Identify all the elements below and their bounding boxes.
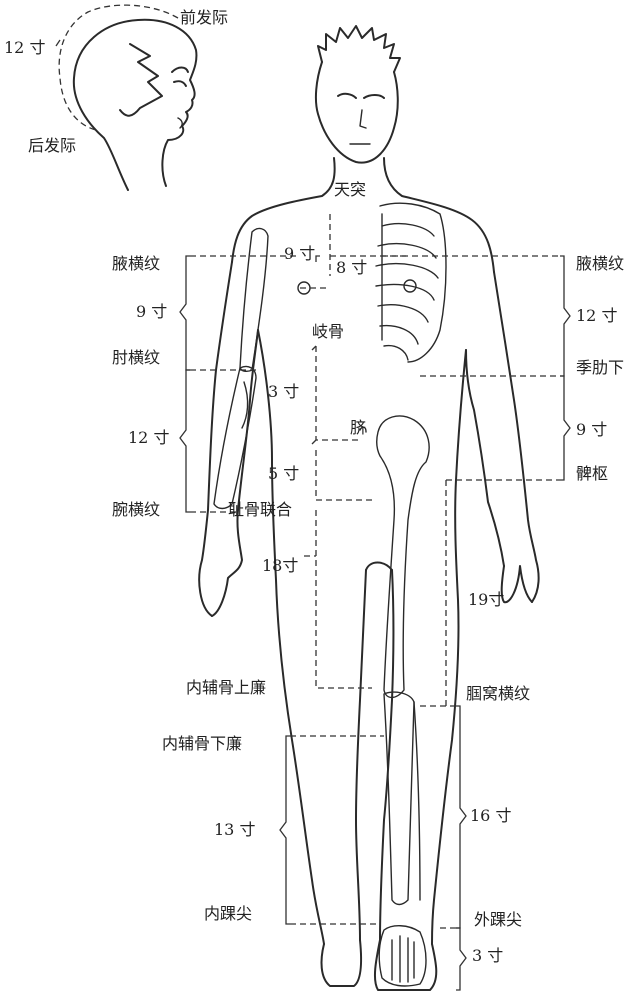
label-rib-lower: 季肋下 xyxy=(576,360,624,376)
label-greater-trochanter: 髀枢 xyxy=(576,466,608,482)
head-profile-inset xyxy=(74,20,197,190)
label-leg-13cun: 13 寸 xyxy=(214,822,255,838)
label-lateral-malleolus: 外踝尖 xyxy=(474,912,522,928)
label-elbow-crease: 肘横纹 xyxy=(112,350,160,366)
label-axillary-fold-right: 腋横纹 xyxy=(576,256,624,272)
label-anterior-hairline: 前发际 xyxy=(180,10,228,26)
label-head-12cun: 12 寸 xyxy=(4,40,45,56)
label-upper-arm-9cun: 9 寸 xyxy=(136,304,167,320)
label-chest-8cun: 8 寸 xyxy=(336,260,367,276)
head-brace xyxy=(56,40,60,46)
ribcage xyxy=(376,203,446,362)
label-popliteal-crease: 腘窝横纹 xyxy=(466,686,530,702)
label-lateral-trunk-12cun: 12 寸 xyxy=(576,308,617,324)
label-medial-condyle-upper: 内辅骨上廉 xyxy=(186,680,266,696)
label-thigh-18cun: 18寸 xyxy=(262,558,298,574)
label-flank-9cun: 9 寸 xyxy=(576,422,607,438)
arm-bones xyxy=(214,229,268,509)
label-foot-3cun: 3 寸 xyxy=(472,948,503,964)
label-wrist-crease: 腕横纹 xyxy=(112,502,160,518)
label-leg-lateral-16cun: 16 寸 xyxy=(470,808,511,824)
label-medial-condyle-lower: 内辅骨下廉 xyxy=(162,736,242,752)
leg-bones xyxy=(377,416,429,986)
label-navel: 脐 xyxy=(350,420,366,436)
label-forearm-12cun: 12 寸 xyxy=(128,430,169,446)
label-tiantu: 天突 xyxy=(334,182,366,198)
label-upper-abd-3cun: 3 寸 xyxy=(268,384,299,400)
label-xiphoid: 岐骨 xyxy=(312,324,344,340)
braces xyxy=(180,256,570,990)
label-axillary-fold-left: 腋横纹 xyxy=(112,256,160,272)
label-medial-malleolus: 内踝尖 xyxy=(204,906,252,922)
label-thigh-lateral-19cun: 19寸 xyxy=(468,592,504,608)
label-posterior-hairline: 后发际 xyxy=(28,138,76,154)
label-nipples-9cun: 9 寸 xyxy=(284,246,315,262)
label-pubic-symphysis: 耻骨联合 xyxy=(228,502,292,518)
label-lower-abd-5cun: 5 寸 xyxy=(268,466,299,482)
